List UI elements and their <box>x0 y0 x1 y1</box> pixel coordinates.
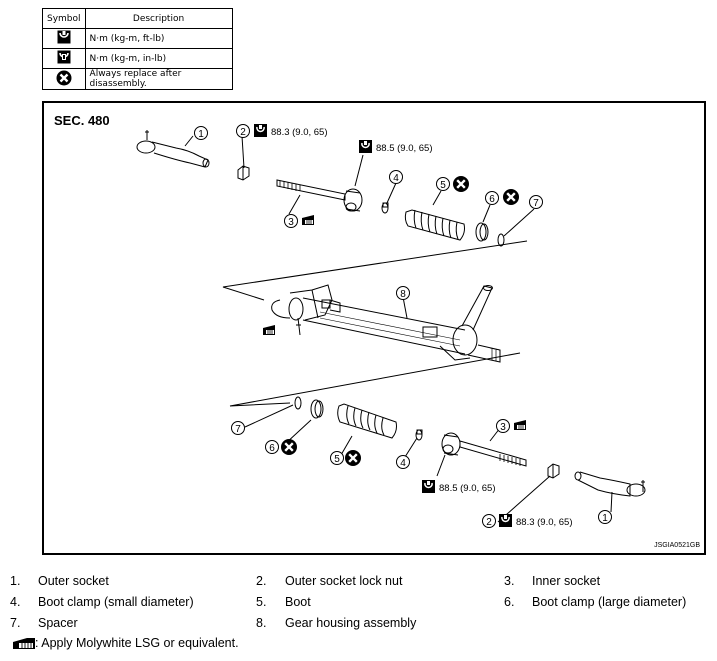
callout-1-top: 1 <box>194 126 208 140</box>
torque-wrench-icon <box>358 139 373 154</box>
callout-4-top: 4 <box>389 170 403 184</box>
svg-text:7: 7 <box>533 198 539 209</box>
svg-text:7: 7 <box>235 424 241 435</box>
svg-text:2: 2 <box>240 127 246 138</box>
torque-value-inner-bottom: 88.5 (9.0, 65) <box>439 483 496 494</box>
grease-icon <box>513 419 527 431</box>
callout-2-top: 2 <box>236 124 250 138</box>
callout-8: 8 <box>396 286 410 300</box>
callout-4-bottom: 4 <box>396 455 410 469</box>
callout-2-bottom: 2 <box>482 514 496 528</box>
svg-text:3: 3 <box>500 422 506 433</box>
outer-socket-top <box>136 130 210 168</box>
boot-clamp-small-top <box>381 202 389 214</box>
svg-text:6: 6 <box>489 194 495 205</box>
svg-text:3: 3 <box>288 217 294 228</box>
torque-wrench-icon <box>421 479 436 494</box>
spacer-top <box>497 233 505 247</box>
torque-value-inner-top: 88.5 (9.0, 65) <box>376 143 433 154</box>
callout-3-top: 3 <box>284 214 298 228</box>
torque-wrench-icon <box>57 30 71 44</box>
torque-wrench-icon <box>253 123 268 138</box>
inner-socket-bottom <box>441 432 527 467</box>
always-replace-icon <box>279 437 299 457</box>
svg-text:5: 5 <box>440 180 446 191</box>
callout-7-top: 7 <box>529 195 543 209</box>
callout-5-bottom: 5 <box>330 451 344 465</box>
callout-1-bottom: 1 <box>598 510 612 524</box>
boot-top <box>404 209 465 241</box>
diagram-code: JSGIA0521GB <box>654 542 700 549</box>
symbol-row: Always replace after disassembly. <box>42 68 233 90</box>
boot-clamp-large-bottom <box>310 399 324 419</box>
callout-3-bottom: 3 <box>496 419 510 433</box>
callout-6-bottom: 6 <box>265 440 279 454</box>
torque-value-lock-nut-bottom: 88.3 (9.0, 65) <box>516 517 573 528</box>
callout-5-top: 5 <box>436 177 450 191</box>
spacer-bottom <box>294 396 302 410</box>
lock-nut-top <box>237 165 250 181</box>
always-replace-icon <box>501 187 521 207</box>
svg-text:2: 2 <box>486 517 492 528</box>
torque-wrench-small-icon <box>57 50 71 64</box>
gear-housing <box>271 284 501 363</box>
grease-note: : Apply Molywhite LSG or equivalent. <box>13 636 239 650</box>
section-label: SEC. 480 <box>54 113 110 128</box>
symbol-table: Symbol Description N·m (kg-m, ft-lb) N·m… <box>42 8 233 90</box>
outer-socket-bottom <box>574 471 646 497</box>
always-replace-icon <box>343 448 363 468</box>
boot-clamp-large-top <box>475 222 489 242</box>
always-replace-icon <box>451 174 471 194</box>
grease-icon <box>301 214 315 226</box>
grease-icon <box>13 638 35 649</box>
always-replace-icon <box>56 70 72 85</box>
lock-nut-bottom <box>547 463 560 479</box>
svg-text:1: 1 <box>198 129 204 140</box>
callout-6-top: 6 <box>485 191 499 205</box>
boot-bottom <box>337 403 397 439</box>
symbol-description: Always replace after disassembly. <box>84 68 233 90</box>
grease-note-text: : Apply Molywhite LSG or equivalent. <box>35 636 239 650</box>
diagram-frame <box>42 101 706 555</box>
svg-text:4: 4 <box>400 458 406 469</box>
svg-text:6: 6 <box>269 443 275 454</box>
boot-clamp-small-bottom <box>415 429 423 441</box>
svg-text:5: 5 <box>334 454 340 465</box>
symbol-table-header: Symbol Description <box>42 8 233 29</box>
torque-wrench-icon <box>498 513 513 528</box>
inner-socket-top <box>276 179 363 212</box>
torque-value-lock-nut-top: 88.3 (9.0, 65) <box>271 127 328 138</box>
svg-text:8: 8 <box>400 289 406 300</box>
svg-text:1: 1 <box>602 513 608 524</box>
grease-icon <box>262 324 276 336</box>
callout-7-bottom: 7 <box>231 421 245 435</box>
svg-text:4: 4 <box>393 173 399 184</box>
